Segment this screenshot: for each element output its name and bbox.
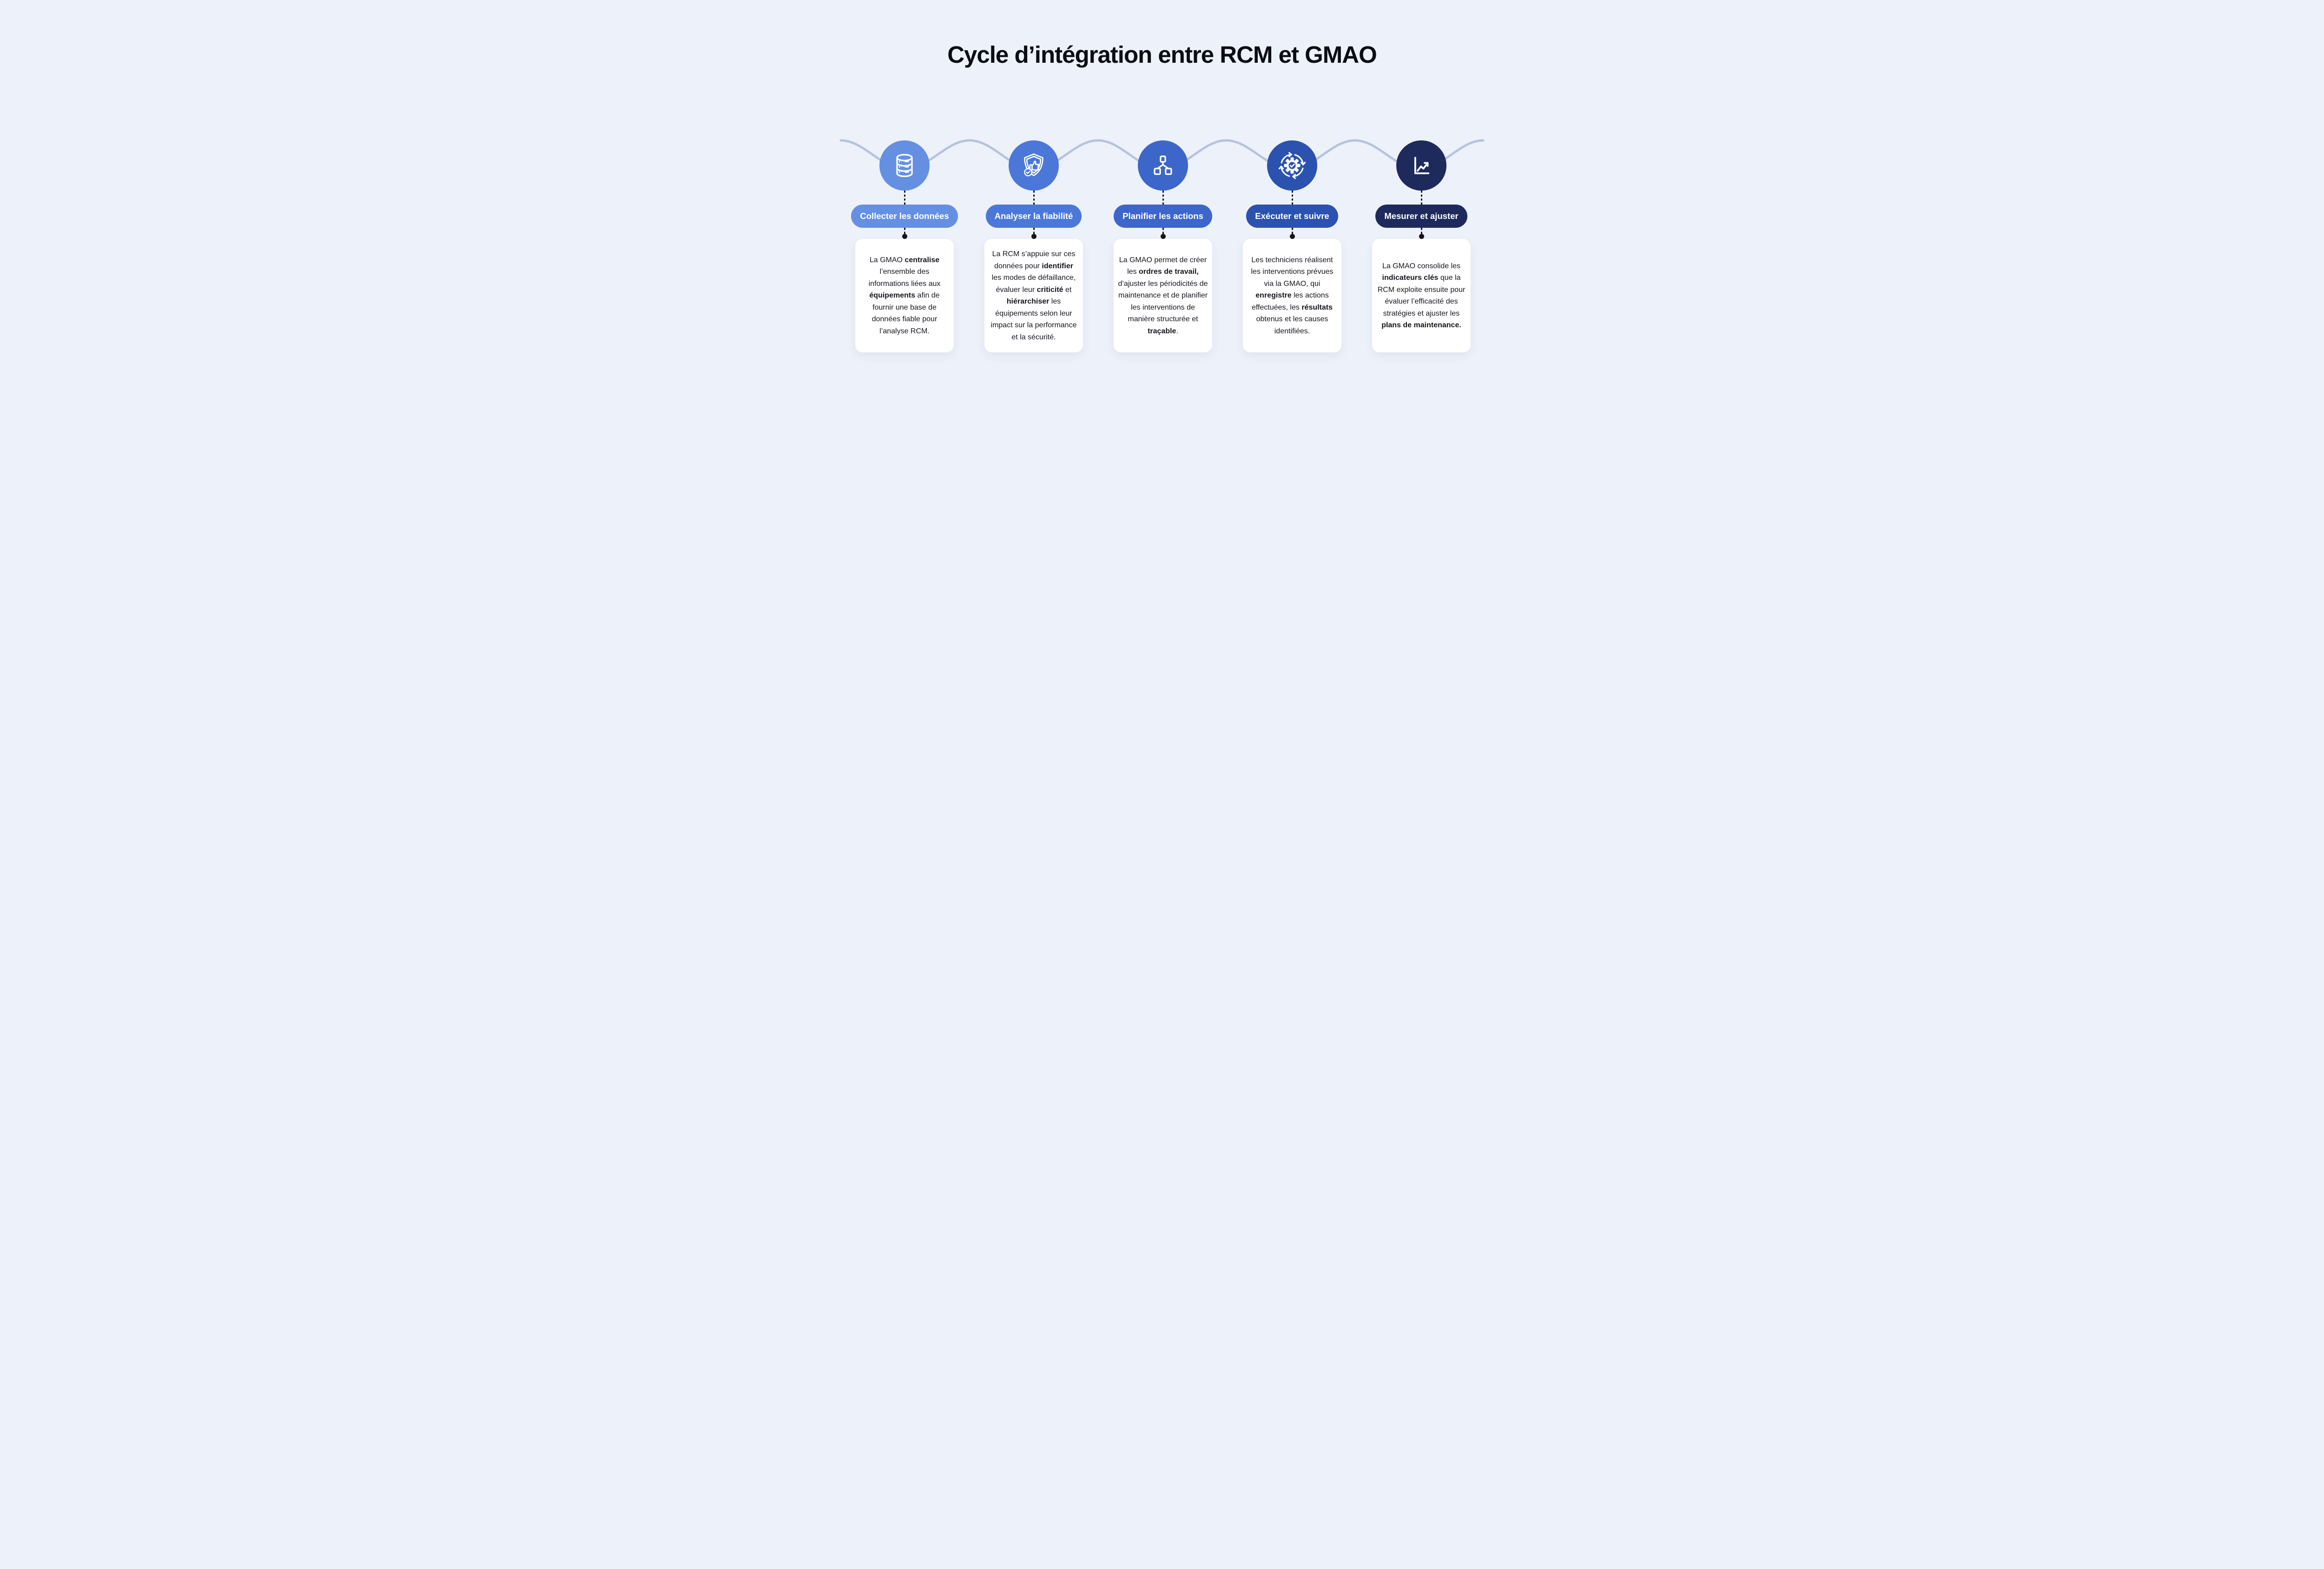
step-collecter-les-donnees: Collecter les données La GMAO centralise… — [851, 140, 958, 352]
steps-row: Collecter les données La GMAO centralise… — [851, 140, 1471, 352]
step-analyser-la-fiabilite: Analyser la fiabilité La RCM s’appuie su… — [984, 140, 1083, 352]
connector-dot — [1031, 234, 1037, 239]
step-mesurer-et-ajuster: Mesurer et ajuster La GMAO consolide les… — [1372, 140, 1471, 352]
step-description-card: La GMAO consolide les indicateurs clés q… — [1372, 239, 1471, 352]
step-description-text: Les techniciens réalisent les interventi… — [1251, 256, 1334, 335]
step-description-card: La RCM s’appuie sur ces données pour ide… — [984, 239, 1083, 352]
dashed-connector — [904, 228, 905, 234]
step-description-text: La GMAO centralise l’ensemble des inform… — [868, 256, 941, 335]
connector-dot — [902, 234, 907, 239]
connector-dot — [1160, 234, 1166, 239]
dashed-connector — [904, 191, 905, 205]
connector-dot — [1289, 234, 1295, 239]
page-title: Cycle d’intégration entre RCM et GMAO — [947, 41, 1377, 68]
step-executer-et-suivre: Exécuter et suivre Les techniciens réali… — [1243, 140, 1341, 352]
dashed-connector — [1162, 228, 1164, 234]
step-planifier-les-actions: Planifier les actions La GMAO permet de … — [1114, 140, 1212, 352]
step-label-pill: Exécuter et suivre — [1246, 205, 1338, 228]
step-circle — [1396, 140, 1446, 191]
dashed-connector — [1420, 228, 1422, 234]
step-label-pill: Mesurer et ajuster — [1375, 205, 1467, 228]
step-description-text: La GMAO permet de créer les ordres de tr… — [1118, 256, 1208, 335]
step-circle — [1009, 140, 1059, 191]
shield-thumbs-up-icon — [1024, 153, 1043, 177]
dashed-connector — [1162, 191, 1164, 205]
step-circle — [879, 140, 930, 191]
step-description-text: La RCM s’appuie sur ces données pour ide… — [990, 250, 1077, 341]
dashed-connector — [1291, 228, 1293, 234]
step-circle — [1267, 140, 1317, 191]
infographic-canvas: Cycle d’intégration entre RCM et GMAO — [798, 0, 1526, 410]
database-icon — [896, 154, 913, 177]
line-chart-icon — [1414, 157, 1430, 174]
step-label-pill: Analyser la fiabilité — [985, 205, 1082, 228]
dashed-connector — [1033, 228, 1035, 234]
dashed-connector — [1033, 191, 1035, 205]
dashed-connector — [1420, 191, 1422, 205]
step-label-pill: Planifier les actions — [1114, 205, 1212, 228]
hierarchy-icon — [1154, 155, 1172, 175]
connector-dot — [1419, 234, 1424, 239]
step-description-card: La GMAO permet de créer les ordres de tr… — [1114, 239, 1212, 352]
step-circle — [1138, 140, 1188, 191]
step-description-text: La GMAO consolide les indicateurs clés q… — [1377, 262, 1466, 330]
gear-cycle-icon — [1278, 152, 1306, 179]
dashed-connector — [1291, 191, 1293, 205]
step-description-card: La GMAO centralise l’ensemble des inform… — [855, 239, 954, 352]
step-description-card: Les techniciens réalisent les interventi… — [1243, 239, 1341, 352]
step-label-pill: Collecter les données — [851, 205, 958, 228]
